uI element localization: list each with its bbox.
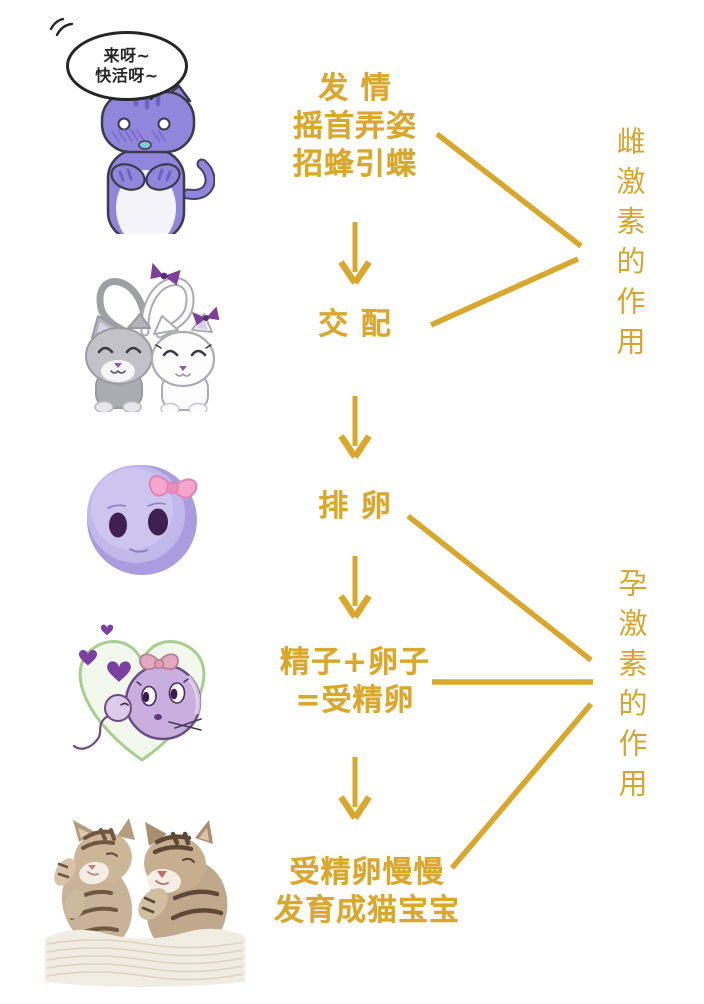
white-cat xyxy=(150,306,220,412)
pink-bow xyxy=(148,475,198,499)
step-development-line2: 发育成猫宝宝 xyxy=(274,893,460,928)
progesterone-connector-line-ovulation xyxy=(406,513,593,663)
cat-couple-heart-tails-illustration xyxy=(85,262,220,412)
sleeping-kittens-photo xyxy=(45,818,245,987)
step-ovulation-line1: 排 卵 xyxy=(318,489,392,524)
step-estrus-line2: 摇首弄姿 xyxy=(293,109,417,144)
cat-body xyxy=(106,148,186,234)
down-arrow-2 xyxy=(338,396,372,459)
progesterone-connector-line-development xyxy=(449,702,594,870)
step-ovulation: 排 卵 xyxy=(240,488,470,526)
step-fertilization-line2: =受精卵 xyxy=(295,683,415,718)
down-arrow-3 xyxy=(338,556,372,619)
flirting-purple-cat-illustration xyxy=(100,84,215,234)
ovum-with-bow-illustration xyxy=(87,465,198,575)
step-mating-line1: 交 配 xyxy=(318,307,392,342)
step-estrus-line3: 招蜂引蝶 xyxy=(293,147,417,182)
knit-blanket xyxy=(45,928,245,987)
right-kitten xyxy=(138,820,228,956)
speech-bubble-line1: 来呀~ xyxy=(103,46,151,65)
speech-bubble-line2: 快活呀~ xyxy=(95,66,159,85)
step-development: 受精卵慢慢 发育成猫宝宝 xyxy=(252,854,482,930)
step-estrus: 发 情 摇首弄姿 招蜂引蝶 xyxy=(240,70,470,184)
step-fertilization-line1: 精子+卵子 xyxy=(279,645,431,680)
sperm-cell xyxy=(72,694,132,750)
sound-marks-icon xyxy=(49,17,74,37)
egg-bow xyxy=(139,653,179,671)
tail-bow xyxy=(150,262,181,286)
sperm-meets-egg-heart-illustration xyxy=(72,624,206,762)
step-development-line1: 受精卵慢慢 xyxy=(289,855,445,890)
gray-cat xyxy=(85,313,153,412)
down-arrow-1 xyxy=(338,222,372,285)
egg-cell xyxy=(124,663,202,741)
step-mating: 交 配 xyxy=(240,306,470,344)
floating-hearts xyxy=(78,624,131,682)
speech-bubble: 来呀~ 快活呀~ xyxy=(66,31,188,101)
left-kitten xyxy=(54,818,135,948)
blush-hatching xyxy=(111,128,167,144)
cat-tail xyxy=(182,158,215,200)
progesterone-label: 孕激素的作用 xyxy=(614,568,648,808)
estrogen-label: 雌激素的作用 xyxy=(612,126,646,366)
down-arrow-4 xyxy=(338,757,372,820)
ear-bow xyxy=(192,306,220,326)
cat-arms xyxy=(110,163,181,191)
step-estrus-line1: 发 情 xyxy=(318,71,392,106)
step-fertilization: 精子+卵子 =受精卵 xyxy=(240,644,470,720)
